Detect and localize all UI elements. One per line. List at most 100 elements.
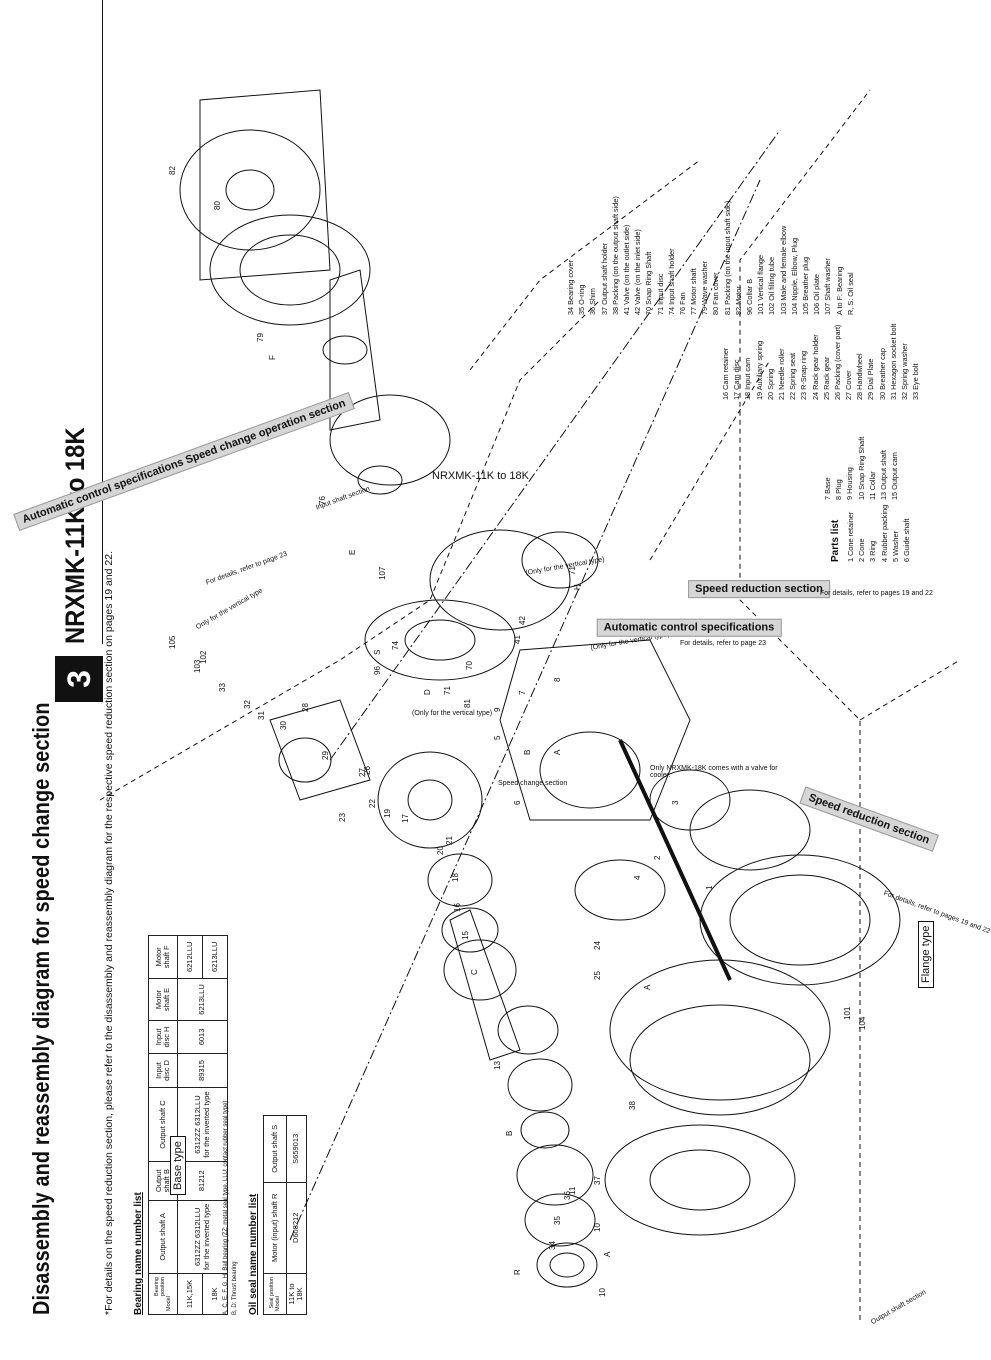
- list-item: 21 Needle roller: [776, 348, 786, 400]
- section-boundary-line: [649, 359, 771, 561]
- list-item: 25 Rack gear: [821, 356, 831, 400]
- thrust-bearing-part: [497, 1005, 559, 1055]
- output-shaft-holder: [604, 1124, 796, 1236]
- cone-retainer-part: [649, 769, 731, 831]
- housing-bore: [539, 731, 641, 809]
- list-item: 3 Ring: [868, 540, 878, 562]
- fan-cover-part: [209, 214, 371, 326]
- callout-23: 23: [338, 813, 347, 822]
- parts-list-col1: 1 Cone retainer 2 Cone 3 Ring 4 Rubber p…: [845, 505, 912, 562]
- callout-37: 37: [593, 1176, 602, 1185]
- callout-82: 82: [168, 166, 177, 175]
- vertical-only-note-1: (Only for the vertical type): [412, 710, 493, 717]
- input-cam-hub: [407, 779, 453, 821]
- input-shaft-holder: [429, 529, 571, 631]
- callout-B: B: [505, 1131, 514, 1136]
- bearing-part: [521, 531, 599, 589]
- callout-96: 96: [373, 666, 382, 675]
- fan-part: [329, 394, 451, 486]
- callout-3: 3: [671, 800, 680, 805]
- rotated-page: Disassembly and reassembly diagram for s…: [13, 0, 991, 1326]
- callout-F: F: [268, 355, 277, 360]
- callout-29: 29: [321, 751, 330, 760]
- list-item: 26 Packing (cover part): [832, 324, 842, 400]
- section-boundary-line: [739, 89, 871, 1320]
- bearing-part: [357, 465, 403, 495]
- flange-type-label: Flange type: [918, 920, 934, 988]
- banner-speed-reduction-note: For details, refer to pages 19 and 22: [820, 590, 933, 597]
- callout-79: 79: [256, 333, 265, 342]
- callout-27: 27: [358, 768, 367, 777]
- callout-S: S: [373, 650, 382, 655]
- list-item: 101 Vertical flange: [756, 254, 766, 315]
- bearing-cover-part: [536, 1242, 598, 1288]
- callout-21: 21: [445, 836, 454, 845]
- list-item: 2 Cone: [857, 538, 867, 562]
- list-item: 81 Packing (on the input shaft side): [722, 200, 732, 315]
- callout-107: 107: [378, 566, 387, 580]
- callout-8: 8: [553, 677, 562, 682]
- callout-B2: B: [523, 750, 532, 755]
- list-item: 30 Breather cap: [877, 348, 887, 400]
- housing-part: [499, 639, 691, 821]
- ring-part: [574, 859, 666, 921]
- callout-31: 31: [257, 711, 266, 720]
- list-item: 102 Oil filling tube: [767, 256, 777, 315]
- base-type-label: Base type: [170, 1136, 186, 1195]
- list-item: 36 Shim: [588, 288, 598, 315]
- callout-102: 102: [199, 650, 208, 664]
- callout-9: 9: [493, 707, 502, 712]
- exploded-diagram: 10 A 10 11 B 13 C 15 16 18 20 21 17 19 2…: [99, 89, 961, 1320]
- list-item: 11 Collar: [867, 471, 877, 500]
- motor-end: [179, 129, 321, 251]
- valve-note: Only NRXMK-18K comes with a valve for co…: [650, 765, 778, 779]
- list-item: 96 Collar B: [745, 278, 754, 315]
- callout-A: A: [603, 1251, 612, 1257]
- callout-36: 36: [563, 1191, 572, 1200]
- callout-104: 104: [858, 1016, 867, 1030]
- parts-list-col4-block: 34 Bearing cover 35 O-ring 36 Shim 37 Ou…: [565, 196, 856, 315]
- callout-A2: A: [553, 749, 562, 755]
- list-item: 76 Fan: [677, 292, 687, 315]
- callout-C: C: [470, 969, 479, 975]
- callout-70: 70: [465, 661, 474, 670]
- list-item: 71 Input disc: [655, 273, 665, 315]
- callout-17: 17: [401, 814, 410, 823]
- callout-2: 2: [653, 855, 662, 860]
- list-item: 77 Motor shaft: [689, 268, 699, 315]
- list-item: 16 Cam retainer: [721, 347, 730, 400]
- bearing-part: [507, 1058, 573, 1112]
- callout-19: 19: [383, 809, 392, 818]
- callout-11: 11: [568, 1186, 577, 1195]
- list-item: 37 Output shaft holder: [599, 242, 609, 315]
- callout-25: 25: [593, 971, 602, 980]
- callout-H: H: [573, 584, 582, 590]
- parts-list-col2-block: 7 Base 8 Plug 9 Housing 10 Snap Ring Sha…: [822, 437, 900, 500]
- callout-41: 41: [513, 635, 522, 644]
- oring-part: [524, 1193, 596, 1247]
- callout-71b: 71: [568, 566, 577, 575]
- callout-101: 101: [843, 1006, 852, 1020]
- callout-18: 18: [451, 873, 460, 882]
- callout-D: D: [423, 689, 432, 695]
- callout-numbers: 10 A 10 11 B 13 C 15 16 18 20 21 17 19 2…: [168, 166, 867, 1297]
- center-axis-line: [329, 129, 781, 761]
- list-item: 32 Spring washer: [900, 343, 909, 400]
- list-item: 17 Cam disc: [732, 359, 742, 400]
- list-item: R, S: Oil seal: [845, 272, 855, 315]
- callout-76: 76: [318, 496, 327, 505]
- list-item: 18 Input cam: [743, 357, 753, 400]
- list-item: 23 R-Snap ring: [799, 350, 809, 400]
- list-item: 19 Auxiliary spring: [754, 340, 764, 400]
- callout-20: 20: [436, 846, 445, 855]
- section-boundary-line: [859, 659, 961, 721]
- list-item: 79 Wave washer: [700, 260, 710, 315]
- output-shaft-part: [449, 909, 521, 1061]
- callout-33: 33: [218, 683, 227, 692]
- callout-7: 7: [518, 690, 527, 695]
- callout-103: 103: [193, 659, 202, 673]
- list-item: 34 Bearing cover: [566, 259, 575, 315]
- list-item: 33 Eye bolt: [911, 363, 921, 400]
- callout-6: 6: [513, 800, 522, 805]
- list-item: 106 Oil plate: [812, 274, 822, 315]
